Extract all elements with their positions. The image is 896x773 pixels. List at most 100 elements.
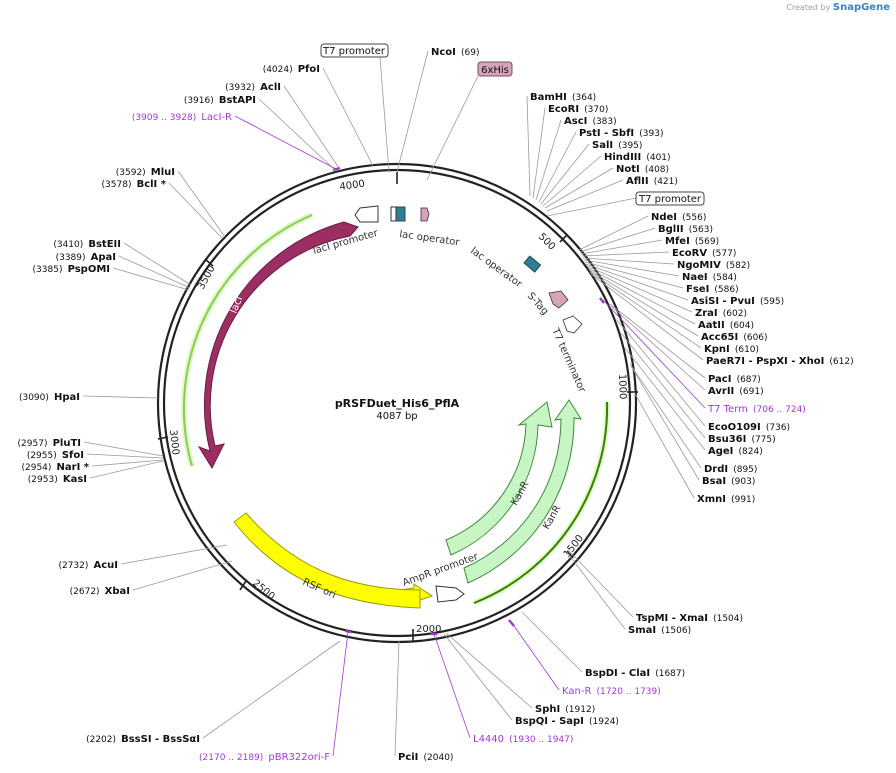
site-leader-line xyxy=(542,155,602,207)
restriction-site-label: Acc65I (606) xyxy=(701,325,768,344)
primer-label: L4440 (1930 .. 1947) xyxy=(473,727,573,746)
site-position: (2953) xyxy=(28,475,58,485)
site-leader-line xyxy=(590,273,704,361)
site-leader-line xyxy=(283,85,340,169)
site-leader-line xyxy=(202,640,341,739)
restriction-site-labels: NcoI (69)BamHI (364)EcoRI (370)AscI (383… xyxy=(18,40,854,764)
site-name: BamHI xyxy=(530,92,567,103)
site-name: NgoMIV xyxy=(677,260,721,271)
site-position: (577) xyxy=(712,249,736,259)
his-tag-marker xyxy=(420,207,430,222)
restriction-site-label: PstI - SbfI (393) xyxy=(579,121,663,140)
site-name: PacI xyxy=(708,374,731,385)
site-position: (582) xyxy=(726,261,750,271)
site-leader-line xyxy=(538,131,577,203)
restriction-site-label: BglII (563) xyxy=(658,217,713,236)
site-name: ApaI xyxy=(91,252,116,263)
site-position: (3385) xyxy=(33,265,63,275)
plasmid-backbone xyxy=(156,162,638,644)
site-leader-line xyxy=(112,267,190,291)
restriction-site-label: BsaI (903) xyxy=(702,469,755,488)
site-name: HpaI xyxy=(54,392,80,403)
site-leader-line xyxy=(629,363,702,469)
lac-operator-label-1: lac operator xyxy=(399,229,461,248)
tick-marks xyxy=(157,172,638,641)
site-name: AgeI xyxy=(708,446,733,457)
site-position: (775) xyxy=(751,435,775,445)
restriction-site-label: PciI (2040) xyxy=(398,745,453,764)
lac-operator-label-2: lac operator xyxy=(468,246,524,291)
primer-range: (3909 .. 3928) xyxy=(132,113,196,123)
restriction-site-label: AvrII (691) xyxy=(708,379,764,398)
site-position: (895) xyxy=(733,465,757,475)
lacI-guide-arc-glow xyxy=(180,212,314,467)
site-leader-line xyxy=(544,167,614,209)
site-leader-line xyxy=(82,395,159,399)
restriction-site-label: AscI (383) xyxy=(564,109,617,128)
site-position: (586) xyxy=(714,285,738,295)
site-leader-line xyxy=(609,303,706,379)
site-name: XbaI xyxy=(105,586,130,597)
restriction-site-label: (2957) PluTI xyxy=(18,431,81,450)
site-leader-line xyxy=(83,441,164,457)
restriction-site-label: ZraI (602) xyxy=(695,301,747,320)
primer-name: pBR322ori-F xyxy=(268,752,330,763)
primer-leader-line xyxy=(332,631,349,757)
restriction-site-label: (2732) AcuI xyxy=(58,553,118,572)
restriction-site-label: AatII (604) xyxy=(698,313,754,332)
site-name: AscI xyxy=(564,116,587,127)
site-position: (602) xyxy=(723,309,747,319)
site-leader-line xyxy=(123,242,192,286)
plasmid-length: 4087 bp xyxy=(376,411,417,422)
site-name: XmnI xyxy=(697,494,726,505)
site-name: PstI - SbfI xyxy=(579,128,634,139)
primer-name: T7 Term xyxy=(707,404,748,415)
kanR-outer-arrow xyxy=(463,399,583,584)
s-tag-arrow xyxy=(548,290,569,309)
site-name: PaeR7I - PspXI - XhoI xyxy=(706,356,824,367)
restriction-site-label: SmaI (1506) xyxy=(628,618,691,637)
site-position: (2040) xyxy=(424,753,454,763)
restriction-site-label: NcoI (69) xyxy=(431,40,479,59)
site-name: PspOMI xyxy=(68,264,110,275)
tick-3000: 3000 xyxy=(167,429,181,455)
site-leader-line xyxy=(396,50,429,173)
site-leader-line xyxy=(586,265,693,313)
restriction-site-label: PacI (687) xyxy=(708,367,761,386)
site-name: SfoI xyxy=(62,450,84,461)
restriction-site-label: DrdI (895) xyxy=(704,457,757,476)
primer-name: Kan-R xyxy=(562,686,591,697)
site-position: (408) xyxy=(645,165,669,175)
site-position: (2955) xyxy=(27,451,57,461)
site-name: TspMI - XmaI xyxy=(636,613,708,624)
primer-leader-line xyxy=(433,633,471,739)
site-leader-line xyxy=(521,611,583,673)
site-position: (2732) xyxy=(58,561,88,571)
restriction-site-label: (2202) BssSI - BssSαI xyxy=(86,727,200,746)
site-leader-line xyxy=(168,182,224,240)
site-name: EcoRI xyxy=(548,104,579,115)
restriction-site-label: EcoRI (370) xyxy=(548,97,608,116)
restriction-site-label: (4024) PfoI xyxy=(263,57,320,76)
restriction-site-label: Bsu36I (775) xyxy=(708,427,776,446)
site-name: BclI * xyxy=(137,179,167,190)
site-name: EcoRV xyxy=(672,248,707,259)
t7-promoter-right-label: T7 promoter xyxy=(638,194,702,205)
t7-promoter-top: T7 promoter xyxy=(320,43,389,58)
site-leader-line xyxy=(624,347,706,451)
restriction-site-label: HindIII (401) xyxy=(604,145,671,164)
site-name: FseI xyxy=(686,284,709,295)
restriction-site-label: AgeI (824) xyxy=(708,439,763,458)
lacI-promoter-arrow xyxy=(354,205,379,223)
site-position: (584) xyxy=(713,273,737,283)
site-leader-line xyxy=(566,551,626,630)
primer-range: (1720 .. 1739) xyxy=(597,687,661,697)
site-position: (1912) xyxy=(565,705,595,715)
site-leader-line xyxy=(526,95,531,197)
site-position: (2202) xyxy=(86,735,116,745)
site-name: SalI xyxy=(592,140,613,151)
restriction-site-label: KpnI (610) xyxy=(704,337,759,356)
tick-500: 500 xyxy=(536,231,557,252)
site-name: AflII xyxy=(626,176,649,187)
site-leader-line xyxy=(616,319,706,427)
